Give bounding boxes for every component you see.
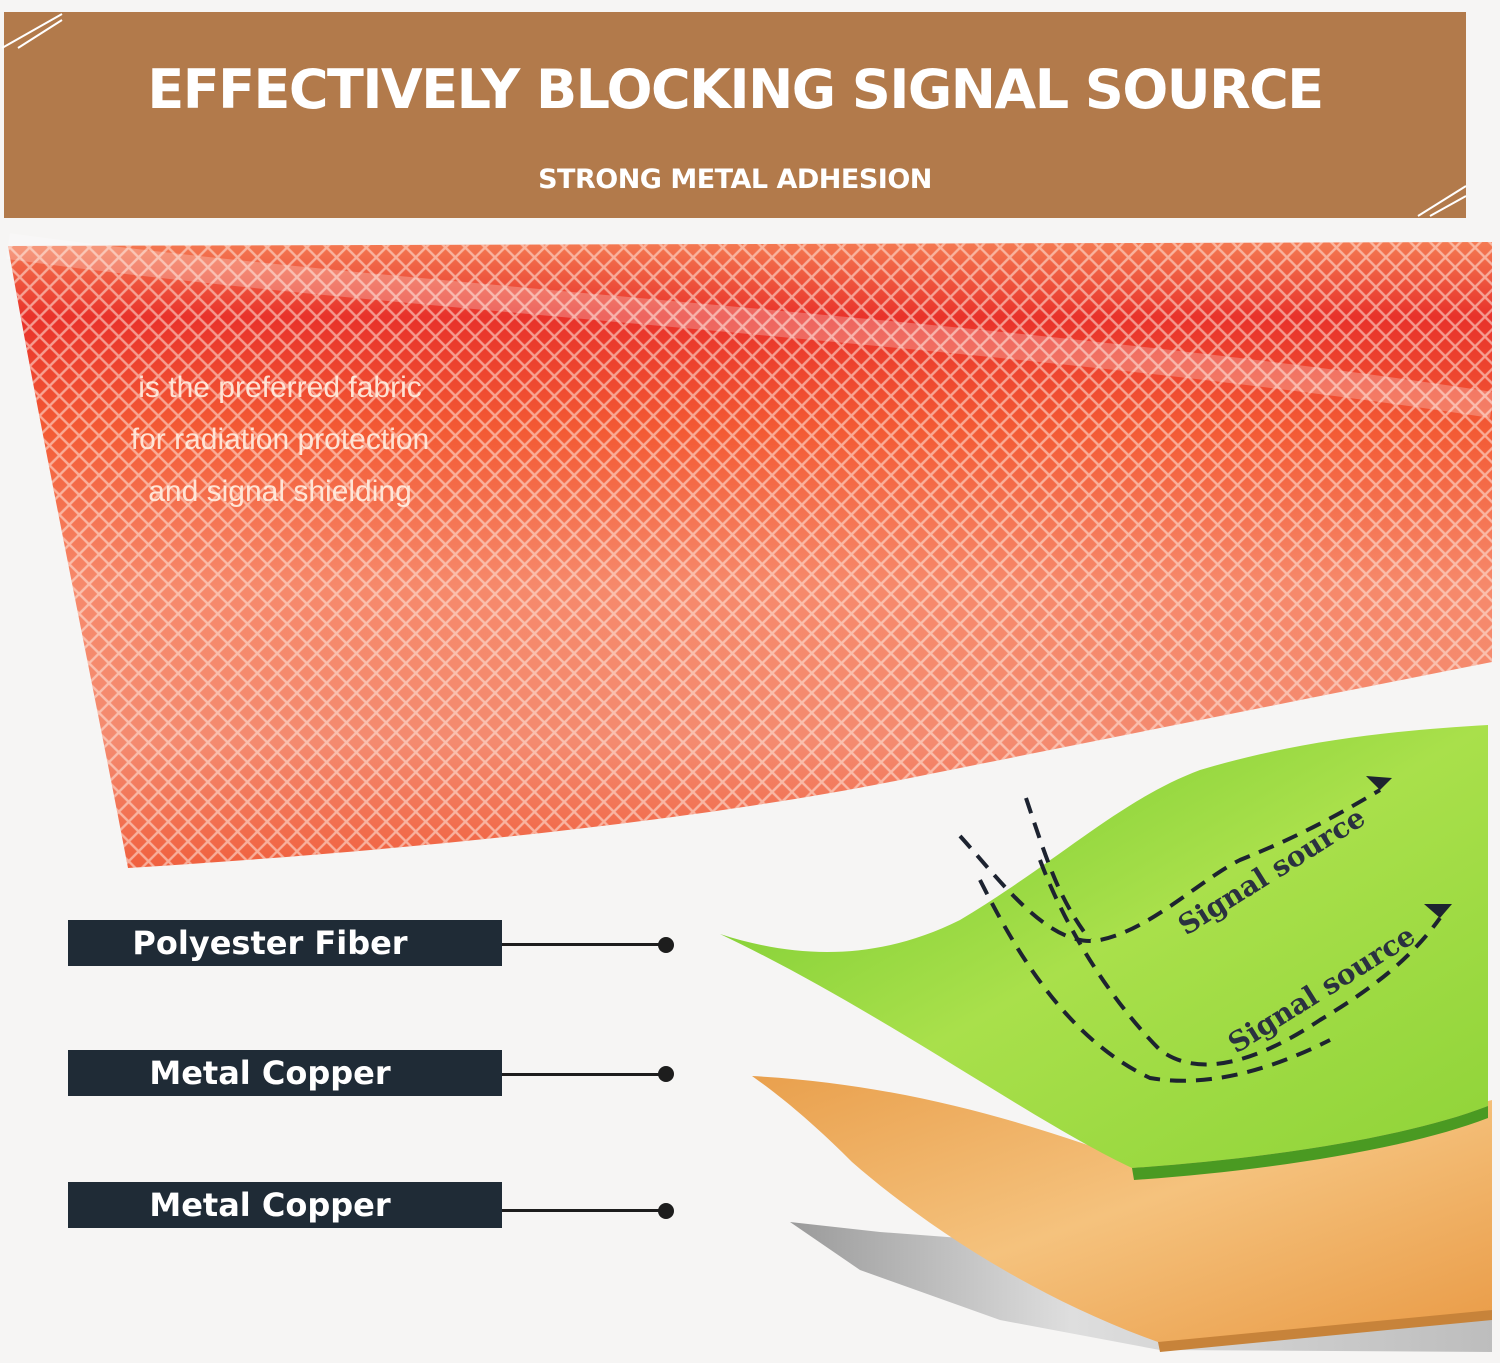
layer-label-metal-copper-2: Metal Copper xyxy=(68,1182,502,1228)
layer-label-polyester-fiber: Polyester Fiber xyxy=(68,920,502,966)
layer-label-metal-copper: Metal Copper xyxy=(68,1050,502,1096)
banner-title: EFFECTIVELY BLOCKING SIGNAL SOURCE xyxy=(147,58,1324,121)
fabric-caption-line: and signal shielding xyxy=(148,475,412,508)
connector-dot xyxy=(658,1066,674,1082)
label-connector xyxy=(502,1073,666,1076)
banner-subtitle: STRONG METAL ADHESION xyxy=(538,164,932,195)
label-connector xyxy=(502,943,666,946)
fabric-caption-line: is the preferred fabric xyxy=(138,371,422,404)
fabric-caption-line: for radiation protection xyxy=(130,423,430,456)
label-connector xyxy=(502,1209,666,1212)
fabric-caption: is the preferred fabric for radiation pr… xyxy=(100,362,460,518)
header-banner: EFFECTIVELY BLOCKING SIGNAL SOURCE STRON… xyxy=(4,12,1466,218)
connector-dot xyxy=(658,937,674,953)
connector-dot xyxy=(658,1203,674,1219)
